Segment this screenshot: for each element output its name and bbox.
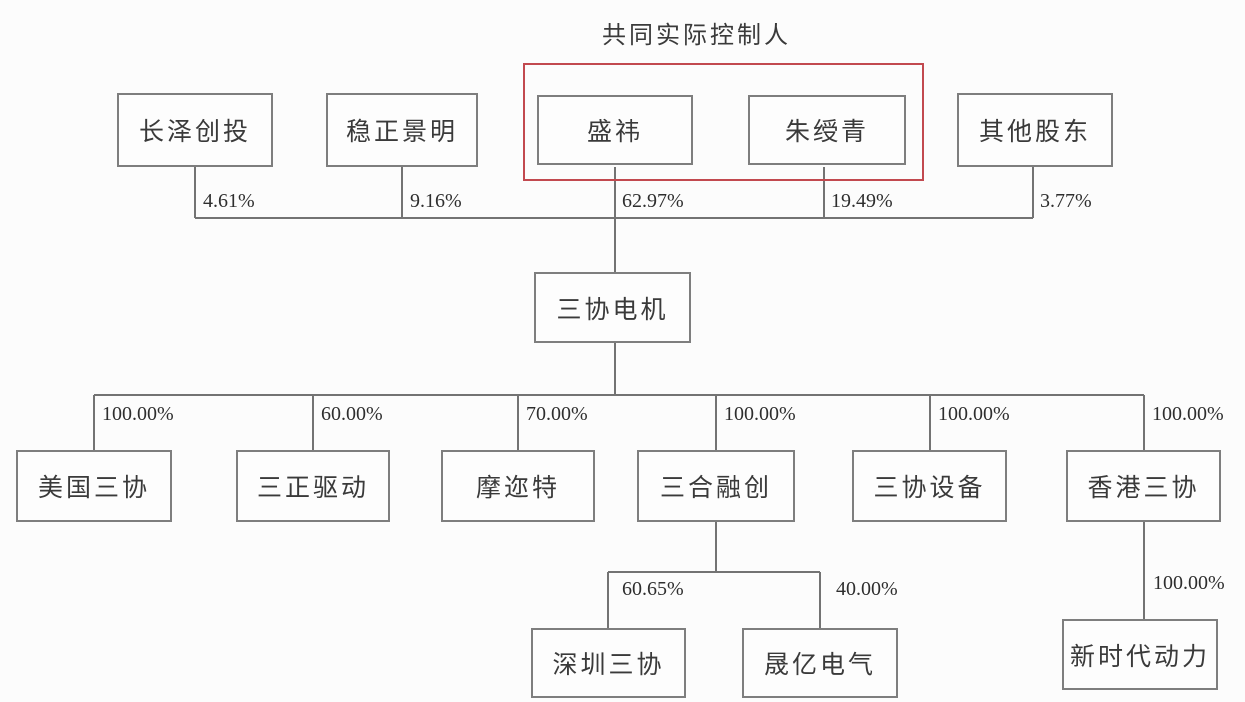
ownership-pct-label: 4.61% [203, 190, 255, 212]
ownership-pct-label: 9.16% [410, 190, 462, 212]
subsidiary-box-shengyi-dianqi: 晟亿电气 [742, 628, 898, 698]
ownership-pct-label: 60.00% [321, 403, 383, 425]
ownership-pct-label: 62.97% [622, 190, 684, 212]
shareholder-box-changze-chuangtou: 长泽创投 [117, 93, 273, 167]
ownership-pct-label: 60.65% [622, 578, 684, 600]
ownership-pct-label: 3.77% [1040, 190, 1092, 212]
ownership-pct-label: 100.00% [1153, 572, 1225, 594]
subsidiary-box-sanhe-rongchuang: 三合融创 [637, 450, 795, 522]
ownership-pct-label: 19.49% [831, 190, 893, 212]
subsidiary-box-xianggang-sanxie: 香港三协 [1066, 450, 1221, 522]
subsidiary-box-meiguo-sanxie: 美国三协 [16, 450, 172, 522]
subsidiary-box-moert: 摩迩特 [441, 450, 595, 522]
subsidiary-box-xinshidai-dongli: 新时代动力 [1062, 619, 1218, 690]
shareholder-box-wenzheng-jingming: 稳正景明 [326, 93, 478, 167]
ownership-pct-label: 100.00% [1152, 403, 1224, 425]
subsidiary-box-sanzheng-qudong: 三正驱动 [236, 450, 390, 522]
shareholder-box-zhu-shouqing: 朱绶青 [748, 95, 906, 165]
ownership-pct-label: 100.00% [938, 403, 1010, 425]
ownership-pct-label: 100.00% [102, 403, 174, 425]
ownership-pct-label: 40.00% [836, 578, 898, 600]
ownership-pct-label: 100.00% [724, 403, 796, 425]
subsidiary-box-sanxie-shebei: 三协设备 [852, 450, 1007, 522]
shareholder-box-other-shareholders: 其他股东 [957, 93, 1113, 167]
joint-controllers-highlight [523, 63, 924, 181]
company-box-sanxie-dianji: 三协电机 [534, 272, 691, 343]
ownership-pct-label: 70.00% [526, 403, 588, 425]
shareholder-box-sheng-yi: 盛祎 [537, 95, 693, 165]
subsidiary-box-shenzhen-sanxie: 深圳三协 [531, 628, 686, 698]
diagram-title: 共同实际控制人 [602, 23, 791, 49]
